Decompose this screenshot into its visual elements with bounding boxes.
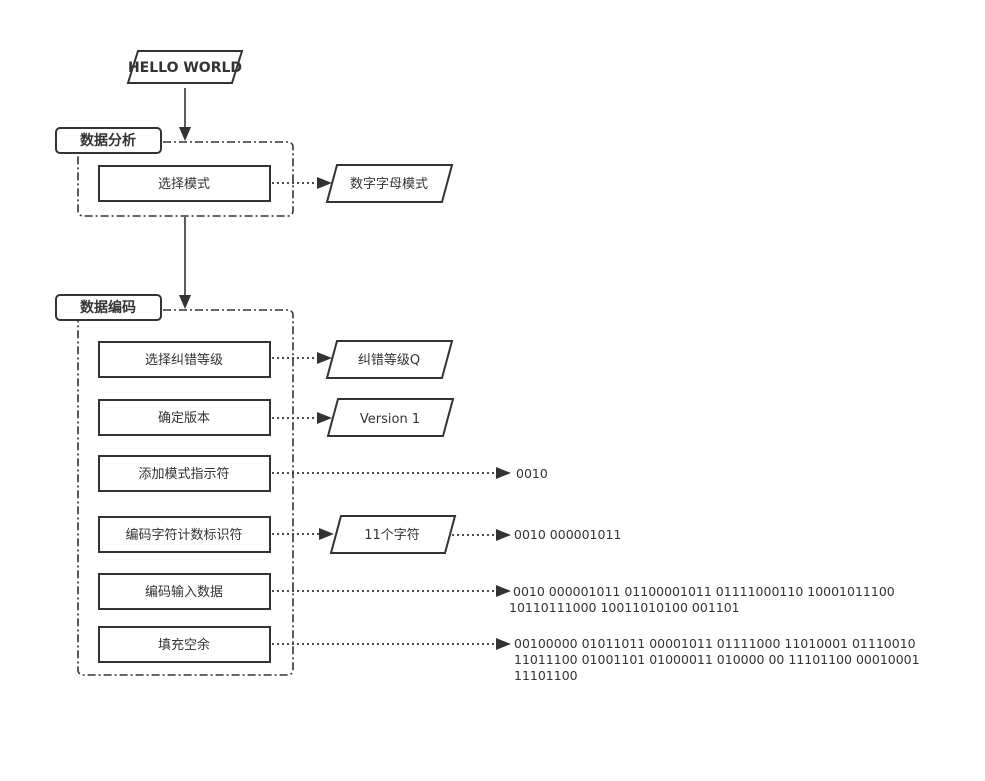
step-select-ec-level: 选择纠错等级 — [98, 341, 271, 378]
step-select-mode: 选择模式 — [98, 165, 271, 202]
output-encode-data-line-2: 10110111000 10011010100 001101 — [509, 600, 740, 615]
output-mode-indicator: 0010 — [516, 466, 548, 481]
output-padding-line-1: 00100000 01011011 00001011 01111000 1101… — [514, 636, 916, 651]
output-padding-line-2: 11011100 01001101 01000011 010000 00 111… — [514, 652, 920, 667]
step-add-mode-indicator: 添加模式指示符 — [98, 455, 271, 492]
group-label-analysis: 数据分析 — [80, 132, 136, 149]
step-label-select-ec: 选择纠错等级 — [145, 352, 223, 368]
group-data-encoding: 数据编码 — [55, 294, 294, 676]
arrow-padding-output — [272, 638, 511, 650]
result-label-version: Version 1 — [360, 412, 420, 427]
arrow-char-count-result — [272, 528, 334, 540]
step-label-version: 确定版本 — [158, 411, 210, 426]
result-version: Version 1 — [326, 398, 455, 437]
output-padding-line-3: 11101100 — [514, 668, 578, 683]
step-label-char-count: 编码字符计数标识符 — [125, 527, 242, 543]
group-data-analysis: 数据分析 — [55, 127, 294, 217]
output-encode-data-line-1: 0010 000001011 01100001011 01111000110 1… — [513, 584, 895, 599]
result-char-count: 11个字符 — [329, 515, 457, 554]
arrow-version-result — [272, 412, 332, 424]
result-label-ec: 纠错等级Q — [358, 352, 420, 368]
start-node: HELLO WORLD — [126, 50, 244, 84]
result-label-mode: 数字字母模式 — [350, 177, 428, 192]
arrow-mode-indicator-output — [272, 467, 511, 479]
step-label-mode-indicator: 添加模式指示符 — [138, 466, 229, 482]
arrow-analysis-to-encoding — [179, 217, 191, 309]
step-determine-version: 确定版本 — [98, 399, 271, 436]
arrow-char-count-output — [452, 529, 511, 541]
step-char-count-indicator: 编码字符计数标识符 — [98, 516, 271, 553]
output-char-count: 0010 000001011 — [514, 527, 621, 542]
step-label-encode-data: 编码输入数据 — [145, 584, 223, 600]
step-label-padding: 填充空余 — [158, 637, 210, 653]
start-label: HELLO WORLD — [128, 60, 242, 76]
arrow-encode-data-output — [272, 585, 511, 597]
arrow-start-to-analysis — [179, 88, 191, 141]
step-padding: 填充空余 — [98, 626, 271, 663]
result-label-char-count: 11个字符 — [364, 527, 420, 543]
result-ec-level: 纠错等级Q — [325, 340, 454, 379]
result-mode: 数字字母模式 — [325, 164, 454, 203]
step-label-select-mode: 选择模式 — [158, 177, 210, 192]
step-encode-input-data: 编码输入数据 — [98, 573, 271, 610]
arrow-ec-result — [272, 352, 332, 364]
arrow-select-mode-result — [272, 177, 332, 189]
group-label-encoding: 数据编码 — [80, 299, 136, 316]
